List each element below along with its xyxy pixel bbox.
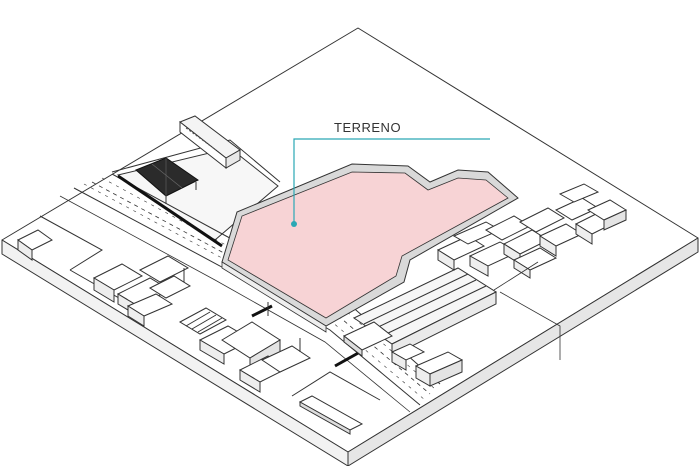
leader-line: [293, 138, 490, 222]
houses-right: [436, 183, 628, 279]
dark-wall-segment: [117, 174, 223, 248]
house-block-side: [437, 249, 455, 271]
stair-step: [185, 311, 211, 327]
house-block: [518, 207, 566, 233]
lot-line: [291, 371, 381, 401]
bottom-lot: [291, 371, 381, 435]
lot-boundary: [111, 139, 281, 183]
site-area: [227, 171, 509, 319]
house-block-side: [469, 255, 489, 277]
road-lane: [83, 183, 426, 401]
lot-line: [493, 261, 539, 291]
warehouse: [343, 267, 498, 358]
site-wall-side: [221, 261, 327, 333]
leader-dot: [291, 221, 297, 227]
small-buildings-lower: [390, 343, 464, 387]
solar-carport: [135, 157, 199, 204]
roof-line: [363, 273, 469, 325]
ramp-side: [299, 401, 351, 435]
house-block-side: [513, 259, 531, 279]
lot-line: [499, 291, 561, 360]
building-block-side: [93, 277, 115, 303]
stair-step: [191, 314, 217, 330]
sign-building-side: [225, 149, 241, 169]
stair-structure: [178, 307, 228, 335]
stair-step: [197, 317, 223, 333]
lot-line: [39, 215, 103, 271]
terreno-site: [221, 163, 519, 333]
building-block-side: [127, 305, 145, 327]
building-box-side: [429, 359, 463, 387]
building-block: [148, 275, 192, 299]
building-block-side: [239, 369, 261, 393]
sidewalk-curb: [59, 195, 411, 413]
road-centerline: [91, 181, 431, 395]
boundary-walls: [117, 174, 361, 368]
canopy-side: [343, 334, 363, 358]
street-poles: [183, 268, 301, 352]
building-block: [260, 345, 312, 373]
house-block-side: [539, 235, 557, 257]
house-block-side: [603, 209, 627, 231]
solar-panel-icon: [135, 157, 199, 197]
house-block: [558, 183, 600, 203]
house-block-side: [575, 223, 593, 245]
house-small-side: [17, 239, 33, 261]
roof-line: [381, 285, 487, 337]
building-block-side: [199, 339, 225, 365]
slab-left-side: [1, 239, 349, 466]
dark-wall-segment: [334, 350, 361, 368]
dark-wall-segment: [251, 304, 273, 318]
building-box-side: [391, 351, 407, 371]
terreno-label: TERRENO: [334, 120, 401, 135]
slab-right-side: [347, 237, 699, 466]
building-block: [138, 255, 190, 283]
left-buildings: [17, 215, 312, 393]
terreno-callout: TERRENO: [291, 120, 490, 227]
lower-right-lots: [493, 261, 561, 360]
panel-divider: [151, 163, 183, 189]
roof-ridge: [371, 279, 477, 331]
sign-building: [179, 115, 241, 170]
